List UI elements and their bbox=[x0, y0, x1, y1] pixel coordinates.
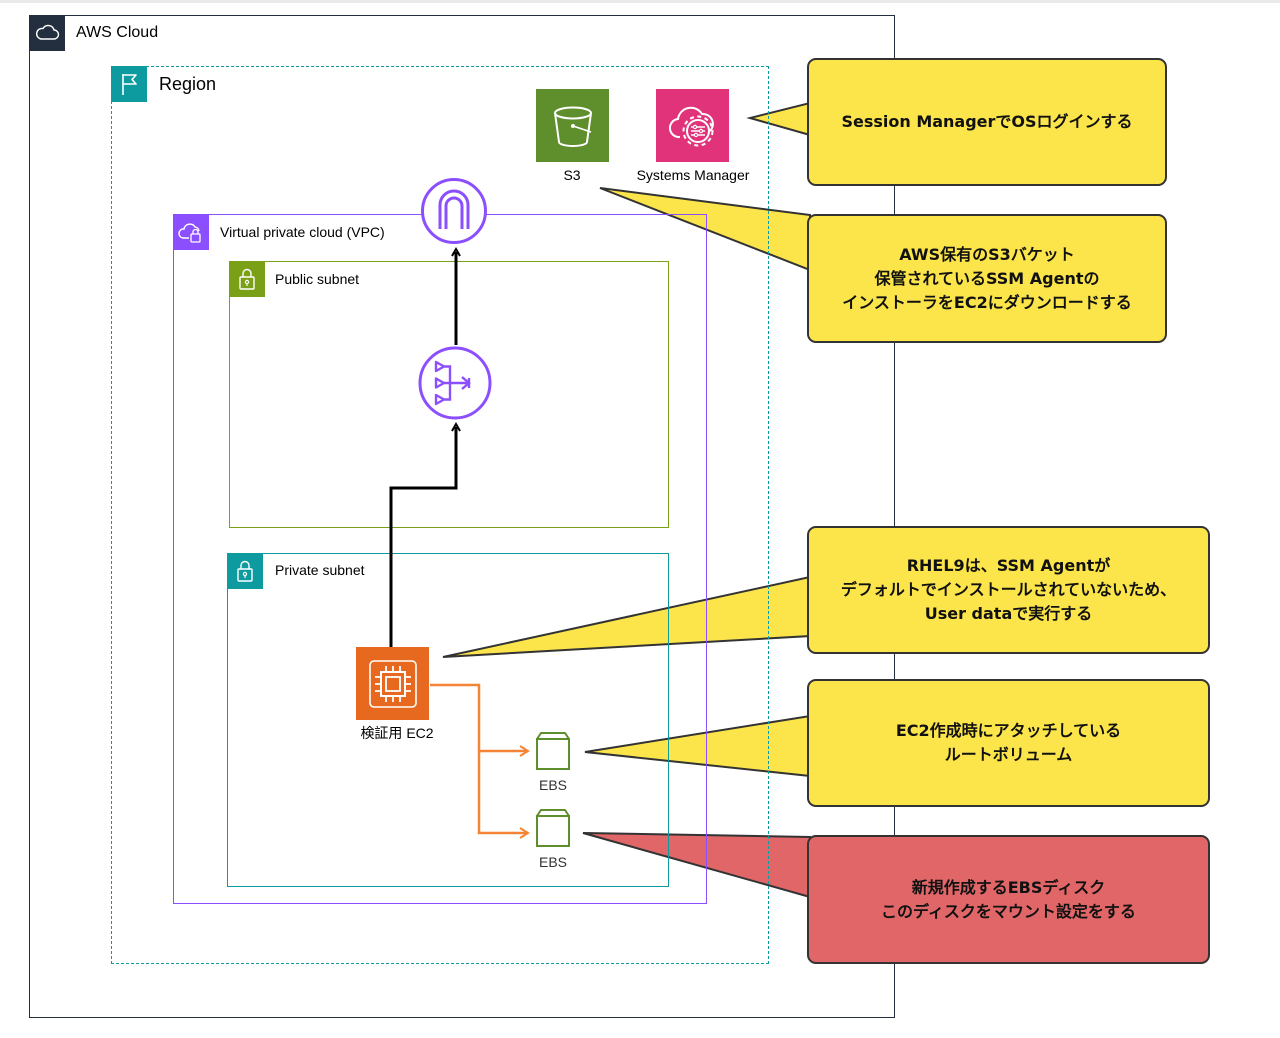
public-subnet-group: Public subnet bbox=[229, 261, 669, 528]
callout-1-line-1: Session ManagerでOSログインする bbox=[841, 112, 1133, 131]
systems-manager-service[interactable]: Systems Manager bbox=[637, 89, 749, 189]
callout-2-line-3: インストーラをEC2にダウンロードする bbox=[842, 292, 1132, 312]
callout-5-line-2: このディスクをマウント設定をする bbox=[881, 901, 1136, 921]
callout-4-line-2: ルートボリューム bbox=[944, 745, 1073, 764]
aws-cloud-group: AWS Cloud bbox=[29, 15, 895, 1018]
s3-label: S3 bbox=[563, 167, 581, 183]
region-group: Region bbox=[111, 66, 769, 964]
systems-manager-label: Systems Manager bbox=[636, 167, 750, 183]
ebs-1-label: EBS bbox=[538, 777, 568, 793]
callout-3-line-2: デフォルトでインストールされていないため、 bbox=[840, 580, 1177, 599]
callout-5-line-1: 新規作成するEBSディスク bbox=[911, 877, 1106, 897]
callout-4-line-1: EC2作成時にアタッチしている bbox=[895, 721, 1122, 740]
volume-icon bbox=[536, 809, 570, 847]
vpc-cloud-icon bbox=[173, 214, 209, 250]
systems-manager-icon bbox=[656, 89, 729, 162]
ec2-instance[interactable]: 検証用 EC2 bbox=[356, 647, 434, 747]
callout-3-line-1: RHEL9は、SSM Agentが bbox=[906, 556, 1111, 575]
callout-2-line-2: 保管されているSSM Agentの bbox=[874, 268, 1100, 288]
ec2-to-ebs-2-line bbox=[477, 751, 530, 839]
ec2-label: 検証用 EC2 bbox=[360, 725, 434, 741]
nat-gateway-icon[interactable] bbox=[417, 345, 493, 421]
private-subnet-label: Private subnet bbox=[275, 562, 365, 578]
top-border-line bbox=[0, 0, 1280, 3]
callout-root-volume: EC2作成時にアタッチしている ルートボリューム bbox=[807, 679, 1210, 807]
chip-icon bbox=[356, 647, 429, 720]
callout-rhel9-user-data: RHEL9は、SSM Agentが デフォルトでインストールされていないため、 … bbox=[807, 526, 1210, 654]
ec2-to-nat-line bbox=[389, 427, 456, 647]
callout-s3-installer: AWS保有のS3バケット 保管されているSSM Agentの インストーラをEC… bbox=[807, 214, 1167, 343]
volume-icon bbox=[536, 732, 570, 770]
callout-new-ebs-disk: 新規作成するEBSディスク このディスクをマウント設定をする bbox=[807, 835, 1210, 964]
flag-icon bbox=[111, 66, 147, 102]
vpc-label: Virtual private cloud (VPC) bbox=[220, 224, 385, 240]
bucket-icon bbox=[536, 89, 609, 162]
callout-session-manager: Session ManagerでOSログインする bbox=[807, 58, 1167, 186]
cloud-icon bbox=[29, 15, 65, 51]
s3-service[interactable]: S3 bbox=[536, 89, 609, 189]
ebs-volume-root[interactable]: EBS bbox=[533, 731, 573, 793]
aws-cloud-label: AWS Cloud bbox=[76, 24, 159, 41]
ebs-2-label: EBS bbox=[538, 854, 568, 870]
public-subnet-label: Public subnet bbox=[275, 271, 360, 287]
ebs-volume-new[interactable]: EBS bbox=[533, 808, 573, 870]
private-subnet-group: Private subnet bbox=[227, 553, 669, 887]
internet-gateway-icon[interactable] bbox=[420, 177, 488, 245]
lock-icon bbox=[227, 553, 263, 589]
callout-3-line-3: User dataで実行する bbox=[924, 604, 1093, 623]
ec2-to-ebs-1-line bbox=[430, 683, 530, 757]
region-label: Region bbox=[159, 74, 217, 94]
lock-icon bbox=[229, 261, 265, 297]
callout-2-line-1: AWS保有のS3バケット bbox=[899, 244, 1075, 264]
